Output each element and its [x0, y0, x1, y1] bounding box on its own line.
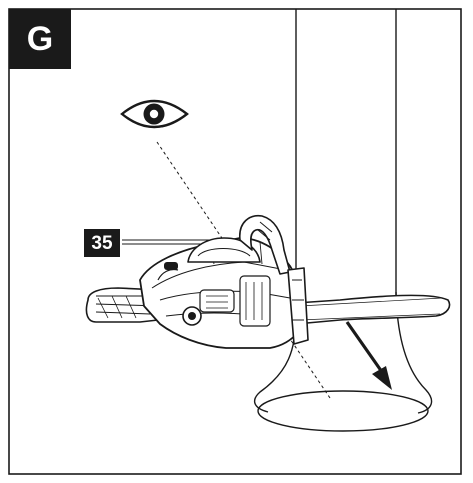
- panel-label: G: [9, 9, 71, 69]
- tree-trunk: [253, 9, 433, 432]
- eye-icon: [120, 99, 189, 129]
- felling-direction-arrow-icon: [345, 321, 392, 390]
- battery-pack: [187, 237, 261, 263]
- guide-bar: [295, 294, 451, 325]
- front-handle: [239, 214, 291, 275]
- chainsaw: [85, 214, 451, 349]
- callout-number-label: 35: [84, 229, 120, 257]
- figure-frame: [8, 8, 462, 475]
- chain-brake-guard: [287, 267, 309, 345]
- callout-leader: [122, 239, 215, 245]
